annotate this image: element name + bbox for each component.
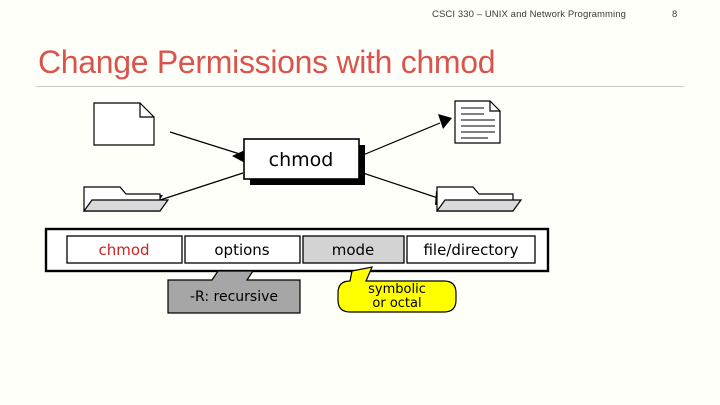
chmod-center-box <box>243 138 365 185</box>
syntax-cell-options-label: options <box>214 241 269 259</box>
syntax-cell-cmd <box>66 235 183 264</box>
title-divider <box>36 86 684 87</box>
arrow-chmod-to-bottomleft <box>159 172 244 201</box>
chmod-diagram: chmod chmod options mode file/directory … <box>0 95 720 335</box>
callout-mode-note-line1: symbolic <box>368 282 426 297</box>
arrow-chmod-to-topright <box>362 122 441 156</box>
syntax-cell-options <box>184 235 301 264</box>
chmod-center-label: chmod <box>269 149 334 171</box>
syntax-cell-target-label: file/directory <box>423 241 518 259</box>
syntax-cell-mode <box>302 235 405 264</box>
document-top-right-icon <box>454 100 501 144</box>
header-course-title: CSCI 330 – UNIX and Network Programming <box>432 9 626 20</box>
callout-mode-note <box>337 266 457 313</box>
arrow-topleft-to-chmod <box>169 131 244 156</box>
folder-bottom-right-icon <box>435 186 523 212</box>
arrow-group <box>159 122 441 201</box>
header-page-number: 8 <box>672 9 678 20</box>
file-top-left-icon <box>93 102 155 146</box>
syntax-cell-target <box>406 235 536 264</box>
callout-recursive <box>167 270 301 314</box>
callout-recursive-label: -R: recursive <box>190 289 278 305</box>
syntax-cell-cmd-label: chmod <box>98 241 149 259</box>
arrowhead-to-chmod <box>232 150 245 163</box>
arrowhead-topright <box>438 114 452 129</box>
callout-mode-note-line2: or octal <box>372 296 421 311</box>
syntax-cell-mode-label: mode <box>332 241 375 259</box>
slide-header: CSCI 330 – UNIX and Network Programming … <box>0 6 720 24</box>
folder-bottom-left-icon <box>82 186 170 212</box>
page-title: Change Permissions with chmod <box>38 44 496 80</box>
arrow-chmod-to-bottomright <box>362 172 439 199</box>
